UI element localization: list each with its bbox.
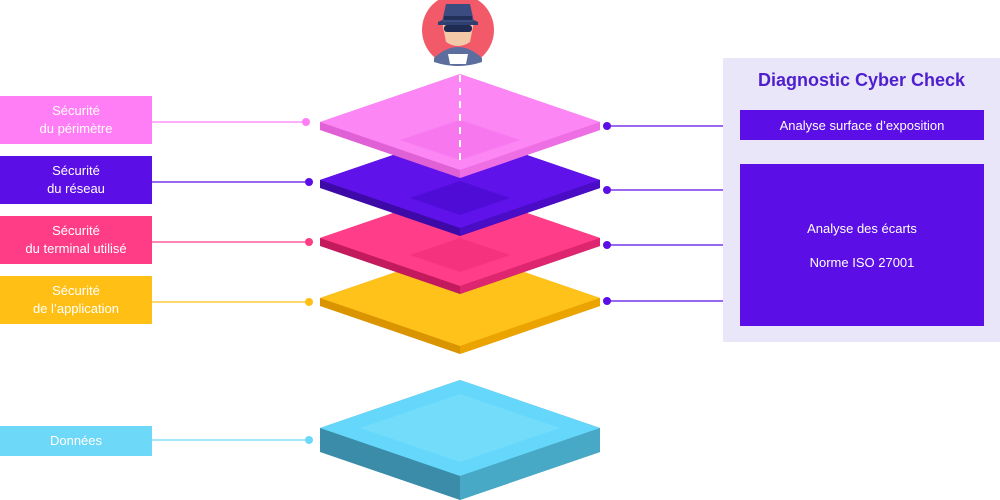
label-securite-terminal: Sécurité du terminal utilisé	[0, 216, 152, 264]
layer-perimetre	[320, 74, 600, 178]
label-donnees: Données	[0, 426, 152, 456]
label-line: de l’application	[32, 301, 119, 316]
layer-donnees	[320, 380, 600, 500]
right-connectors	[603, 122, 740, 305]
label-line: du terminal utilisé	[25, 241, 127, 256]
label-line: Sécurité	[52, 163, 100, 178]
label-securite-reseau: Sécurité du réseau	[0, 156, 152, 204]
layer-terminal	[320, 190, 600, 294]
ecarts-line-2: Norme ISO 27001	[809, 254, 915, 270]
label-line: du périmètre	[39, 121, 113, 136]
ecarts-line-1: Analyse des écarts	[807, 220, 917, 236]
hacker-avatar-icon	[422, 0, 494, 66]
label-securite-application: Sécurité de l’application	[0, 276, 152, 324]
label-line: du réseau	[47, 181, 105, 196]
layer-application	[320, 250, 600, 354]
analyse-ecarts-box: Analyse des écarts Norme ISO 27001	[740, 164, 984, 326]
label-line: Sécurité	[52, 283, 100, 298]
label-securite-perimetre: Sécurité du périmètre	[0, 96, 152, 144]
surface-exposition-label: Analyse surface d’exposition	[779, 117, 945, 133]
label-line: Données	[49, 433, 103, 448]
surface-exposition-box: Analyse surface d’exposition	[740, 110, 984, 140]
label-line: Sécurité	[52, 103, 100, 118]
diagnostic-panel: Diagnostic Cyber Check Analyse surface d…	[723, 58, 1000, 342]
label-line: Sécurité	[52, 223, 100, 238]
layer-reseau	[320, 132, 600, 236]
panel-title: Diagnostic Cyber Check	[757, 70, 966, 90]
left-connectors	[152, 118, 313, 444]
